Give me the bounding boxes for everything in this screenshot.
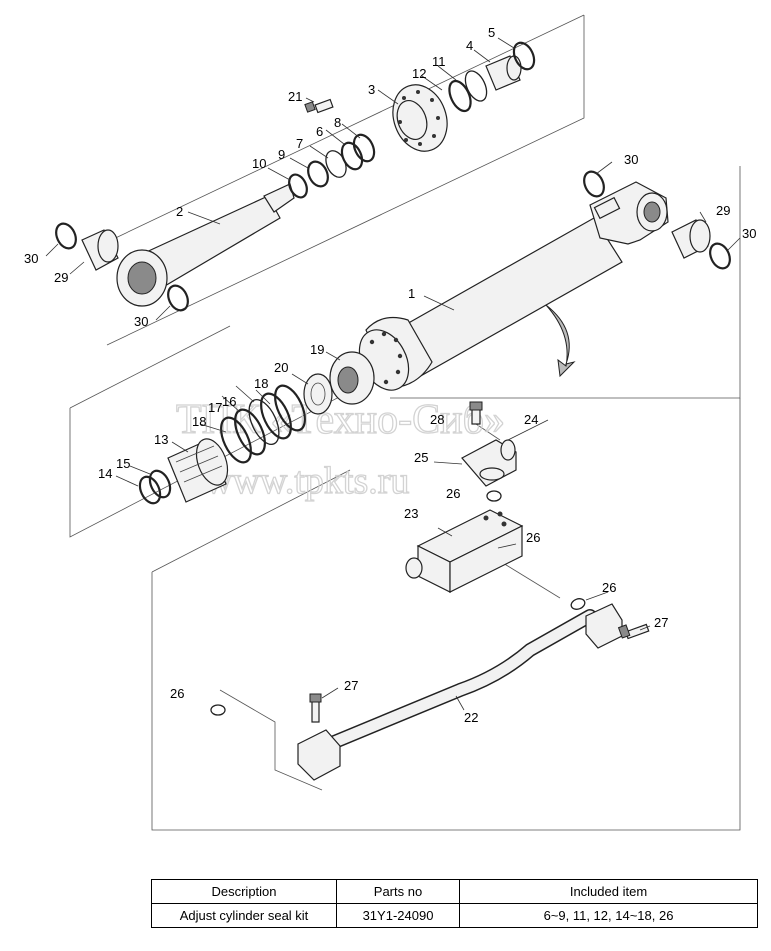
callout-5: 5: [488, 25, 495, 40]
header-description: Description: [151, 879, 337, 904]
callout-14: 14: [98, 466, 112, 481]
callout-12: 12: [412, 66, 426, 81]
callout-labels: 1 2 3 4 5 6 7 8 9 10 11 12 13 14 15 16 1…: [24, 25, 756, 725]
rod-cover-part: [392, 84, 448, 152]
callout-13: 13: [154, 432, 168, 447]
callout-10: 10: [252, 156, 266, 171]
callout-26a: 26: [446, 486, 460, 501]
callout-7: 7: [296, 136, 303, 151]
callout-28: 28: [430, 412, 444, 427]
callout-29a: 29: [54, 270, 68, 285]
callout-21: 21: [288, 89, 302, 104]
header-included-item: Included item: [459, 879, 758, 904]
assembly-arrow-icon: [545, 304, 576, 378]
callout-9: 9: [278, 147, 285, 162]
o-rings-26: [210, 490, 586, 716]
watermark-line2: www.tpkts.ru: [205, 460, 409, 502]
valve-block-23-part: [405, 509, 524, 593]
elbow-fitting-24-part: [461, 439, 517, 487]
leader-lines: [45, 37, 741, 711]
callout-27a: 27: [654, 615, 668, 630]
callout-30c: 30: [624, 152, 638, 167]
watermark-line1: ТПК «Техно-Сиб»: [176, 397, 505, 443]
bolt-28-part: [469, 401, 483, 425]
callout-29b: 29: [716, 203, 730, 218]
callout-2: 2: [176, 204, 183, 219]
callout-20: 20: [274, 360, 288, 375]
callout-27b: 27: [344, 678, 358, 693]
cell-included-item: 6~9, 11, 12, 14~18, 26: [459, 903, 758, 928]
callout-4: 4: [466, 38, 473, 53]
callout-22: 22: [464, 710, 478, 725]
callout-1: 1: [408, 286, 415, 301]
callout-25: 25: [414, 450, 428, 465]
callout-3: 3: [368, 82, 375, 97]
table-header-row: Description Parts no Included item: [151, 879, 758, 904]
cell-description: Adjust cylinder seal kit: [151, 903, 337, 928]
callout-30a: 30: [24, 251, 38, 266]
header-parts-no: Parts no: [336, 879, 460, 904]
callout-16: 16: [222, 394, 236, 409]
piston-nut-19-part: [329, 351, 375, 405]
callout-30d: 30: [742, 226, 756, 241]
callout-26c: 26: [602, 580, 616, 595]
ring-20-part: [303, 373, 333, 415]
callout-17: 17: [208, 400, 222, 415]
cylinder-tube-part: [358, 181, 669, 391]
callout-30b: 30: [134, 314, 148, 329]
watermark: ТПК «Техно-Сиб» www.tpkts.ru: [175, 396, 505, 502]
callout-19: 19: [310, 342, 324, 357]
callout-11: 11: [432, 54, 446, 69]
piston-13-part: [167, 438, 229, 503]
piston-rod-part: [116, 183, 295, 307]
seal-rings: [55, 41, 731, 505]
bolt-21-part: [304, 98, 334, 114]
pin-bushings: [81, 219, 711, 271]
callout-15: 15: [116, 456, 130, 471]
pipe-22-part: [297, 603, 650, 781]
cell-parts-no: 31Y1-24090: [336, 903, 460, 928]
callout-18b: 18: [254, 376, 268, 391]
callout-18a: 18: [192, 414, 206, 429]
group-frames: [69, 14, 741, 831]
callout-6: 6: [316, 124, 323, 139]
callout-26b: 26: [526, 530, 540, 545]
table-row: Adjust cylinder seal kit 31Y1-24090 6~9,…: [151, 903, 758, 928]
callout-24: 24: [524, 412, 538, 427]
callout-8: 8: [334, 115, 341, 130]
callout-23: 23: [404, 506, 418, 521]
seal-kit-table: Description Parts no Included item Adjus…: [151, 879, 758, 928]
callout-26d: 26: [170, 686, 184, 701]
